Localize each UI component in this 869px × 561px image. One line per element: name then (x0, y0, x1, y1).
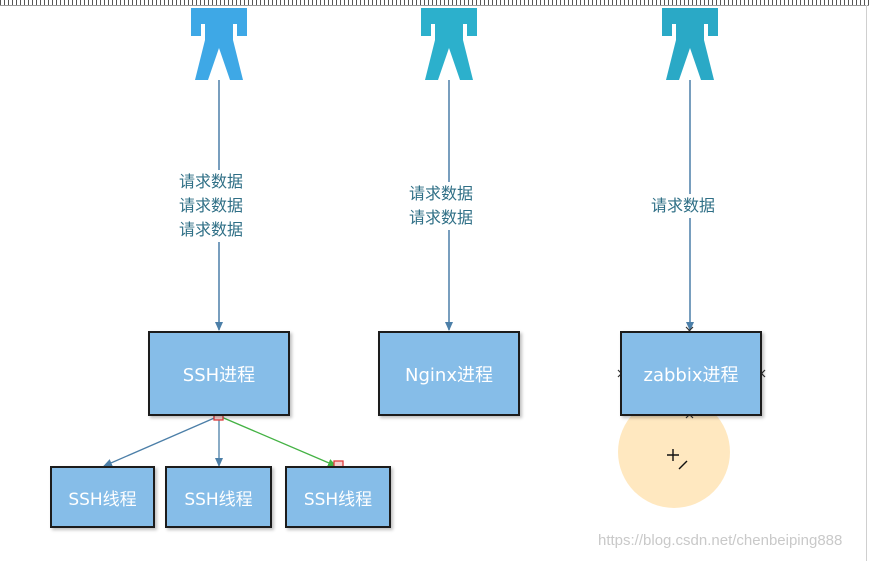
watermark: https://blog.csdn.net/chenbeiping888 (598, 532, 843, 549)
process-box-zabbix[interactable]: zabbix进程 (620, 331, 762, 416)
request-label: 请求数据 (409, 184, 474, 203)
top-ruler (0, 0, 869, 6)
request-label-group: 请求数据 (648, 194, 719, 218)
request-label: 请求数据 (179, 220, 244, 239)
thread-connector[interactable] (103, 415, 220, 467)
process-box-ssh[interactable]: SSH进程 (148, 331, 290, 416)
person-figure (421, 8, 477, 80)
thread-box[interactable]: SSH线程 (165, 466, 272, 528)
request-label: 请求数据 (179, 172, 244, 191)
thread-box[interactable]: SSH线程 (285, 466, 391, 528)
crosshair-cursor-icon (667, 449, 688, 470)
request-label-group: 请求数据 请求数据 请求数据 (176, 170, 247, 242)
request-label: 请求数据 (179, 196, 244, 215)
person-icon[interactable] (662, 8, 718, 80)
person-icon[interactable] (191, 8, 247, 80)
person-icon[interactable] (421, 8, 477, 80)
person-figure (191, 8, 247, 80)
request-label: 请求数据 (409, 208, 474, 227)
person-figure (662, 8, 718, 80)
process-box-nginx[interactable]: Nginx进程 (378, 331, 520, 416)
thread-connector-selected[interactable] (218, 415, 337, 467)
canvas-edge (866, 5, 867, 561)
thread-box[interactable]: SSH线程 (50, 466, 155, 528)
request-label-group: 请求数据 请求数据 (406, 182, 477, 230)
request-label: 请求数据 (651, 196, 716, 215)
